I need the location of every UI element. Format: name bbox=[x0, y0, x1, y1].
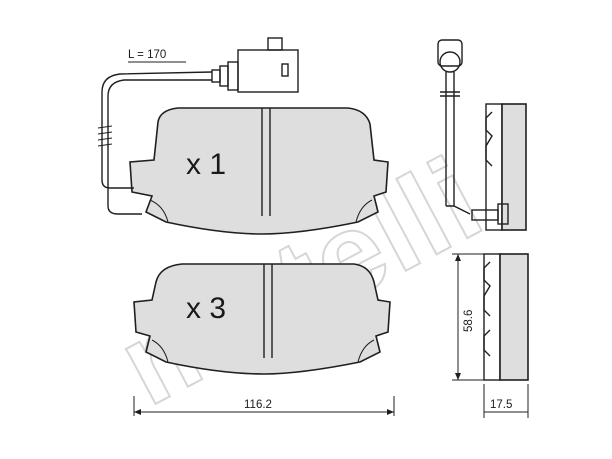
bottom-pad-quantity: x 3 bbox=[186, 292, 226, 325]
wear-sensor-wire bbox=[97, 37, 299, 215]
top-pad-front-view bbox=[129, 107, 389, 235]
bottom-pad-front-view bbox=[133, 263, 391, 375]
top-pad-quantity: x 1 bbox=[186, 148, 226, 181]
height-dimension bbox=[452, 253, 500, 381]
thickness-value: 17.5 bbox=[490, 399, 512, 411]
width-value: 116.2 bbox=[244, 399, 272, 411]
height-value: 58.6 bbox=[463, 310, 475, 332]
top-pad-side-view bbox=[437, 39, 527, 231]
bottom-pad-side-view bbox=[483, 253, 529, 381]
width-dimension bbox=[133, 396, 395, 416]
wire-length-label: L = 170 bbox=[128, 49, 166, 61]
thickness-dimension bbox=[483, 384, 529, 418]
